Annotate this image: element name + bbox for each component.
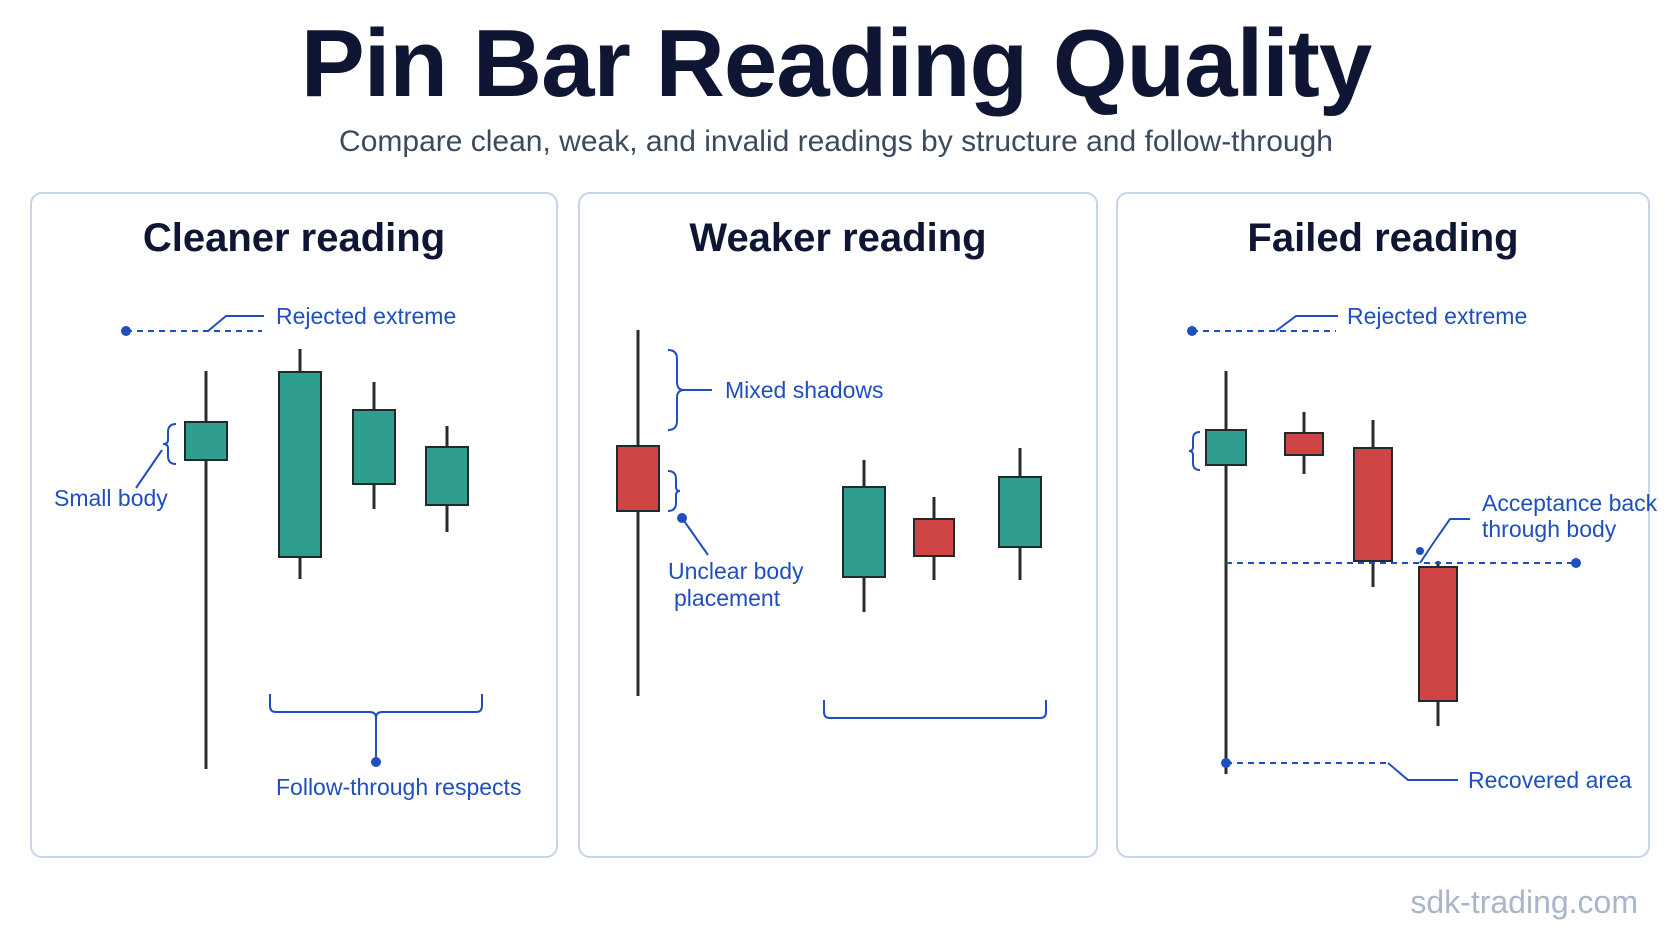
- follow-candle-3: [1418, 561, 1458, 726]
- panel-title: Weaker reading: [689, 216, 987, 260]
- follow-through-bracket: [269, 694, 483, 767]
- follow-candle-1: [1284, 412, 1324, 474]
- label-acceptance-line2: through body: [1482, 516, 1617, 542]
- panel-failed-reading: Failed reading Rejected extreme: [1116, 192, 1658, 858]
- label-acceptance-line1: Acceptance back: [1482, 490, 1658, 516]
- unclear-body-bracket: [667, 470, 709, 556]
- follow-candle-3: [425, 426, 469, 532]
- rejected-extreme-guide: [121, 315, 264, 336]
- acceptance-guide: [1226, 518, 1581, 568]
- label-mixed-shadows: Mixed shadows: [725, 377, 884, 403]
- panel-title: Failed reading: [1247, 216, 1519, 260]
- follow-candle-1: [278, 349, 322, 579]
- panel-cleaner-reading: Cleaner reading Rejected extreme Small b…: [30, 192, 558, 858]
- page-title: Pin Bar Reading Quality: [300, 10, 1373, 117]
- follow-candle-3: [998, 448, 1042, 580]
- label-rejected-extreme: Rejected extreme: [276, 303, 456, 329]
- follow-candle-2: [913, 497, 955, 580]
- label-small-body: Small body: [54, 485, 168, 511]
- follow-through-bracket: [823, 700, 1047, 719]
- panel-title: Cleaner reading: [142, 216, 446, 260]
- small-body-bracket: [135, 423, 177, 489]
- follow-candle-1: [842, 460, 886, 612]
- follow-candle-2: [1353, 420, 1393, 587]
- rejected-extreme-guide: [1187, 315, 1338, 336]
- recovered-area-guide: [1221, 758, 1458, 781]
- page-subtitle: Compare clean, weak, and invalid reading…: [339, 125, 1333, 158]
- pin-bar-candle: [1205, 371, 1247, 774]
- pin-bar-candle: [616, 330, 660, 696]
- cleaner-reading-diagram: Rejected extreme Small body: [54, 303, 521, 800]
- mixed-shadows-bracket: [667, 349, 712, 431]
- label-rejected-extreme: Rejected extreme: [1347, 303, 1527, 329]
- follow-candle-2: [352, 382, 396, 509]
- label-unclear-body-line1: Unclear body: [668, 558, 804, 584]
- pin-bar-candle: [184, 371, 228, 769]
- weaker-reading-diagram: Mixed shadows Unclear body placement: [616, 330, 1047, 719]
- watermark: sdk-trading.com: [1410, 884, 1638, 920]
- label-unclear-body-line2: placement: [674, 585, 781, 611]
- small-body-bracket: [1188, 431, 1201, 471]
- label-recovered-area: Recovered area: [1468, 767, 1632, 793]
- label-follow-through: Follow-through respects: [276, 774, 521, 800]
- failed-reading-diagram: Rejected extreme Acceptance: [1187, 303, 1658, 793]
- panel-weaker-reading: Weaker reading Mixed shadows Unclear bod…: [578, 192, 1098, 858]
